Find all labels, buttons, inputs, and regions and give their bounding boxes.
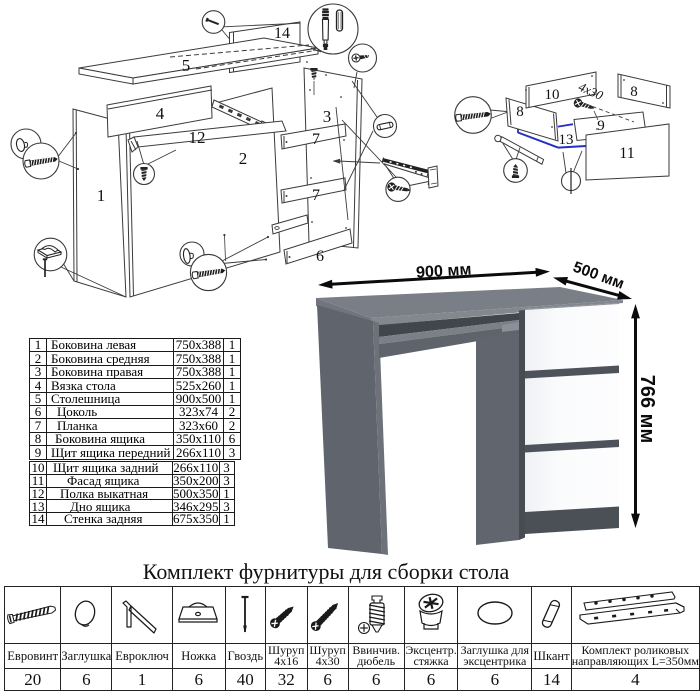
svg-text:14: 14 [274,25,290,42]
svg-text:900 мм: 900 мм [415,260,471,281]
svg-text:2: 2 [239,149,248,168]
svg-text:3: 3 [323,107,332,126]
svg-text:7: 7 [312,131,320,148]
svg-text:8: 8 [516,104,524,120]
svg-text:12: 12 [189,128,206,147]
svg-text:8: 8 [630,84,638,100]
svg-text:13: 13 [559,132,574,148]
svg-text:766 мм: 766 мм [636,375,658,444]
svg-text:4: 4 [156,104,165,123]
svg-text:1: 1 [97,186,106,205]
svg-text:7: 7 [312,187,320,204]
svg-text:11: 11 [619,145,634,162]
svg-text:6: 6 [316,248,324,265]
svg-text:10: 10 [545,87,560,103]
svg-text:500 мм: 500 мм [571,259,627,293]
svg-text:9: 9 [597,118,605,134]
svg-text:5: 5 [182,56,191,75]
